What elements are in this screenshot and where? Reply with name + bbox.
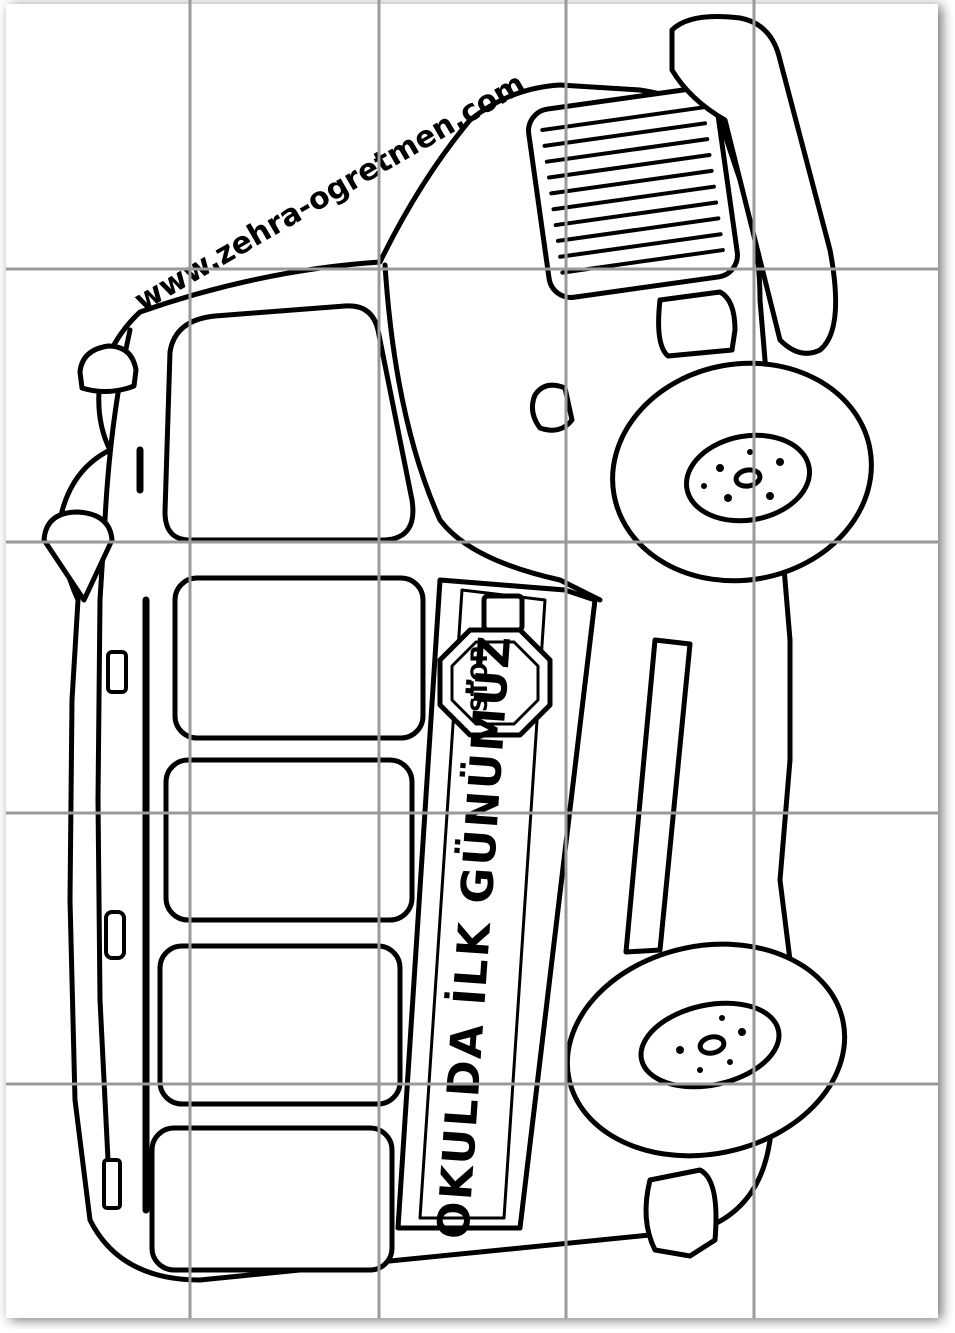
- body-marker-1: [106, 650, 128, 694]
- hood-line: [382, 262, 603, 603]
- roof-light-front: [77, 343, 139, 394]
- grille-slats: [540, 105, 725, 275]
- body-marker-2: [104, 910, 126, 960]
- stop-sign-text: STOP: [468, 646, 493, 712]
- bus-window-4: [149, 1125, 395, 1273]
- banner-strip: [395, 577, 598, 1231]
- stop-sign: [437, 593, 553, 738]
- body-marker-3: [102, 1158, 122, 1210]
- puzzle-grid: [6, 0, 938, 1318]
- headlight: [656, 289, 738, 359]
- windshield: [162, 303, 416, 543]
- door-stripe: [623, 637, 693, 955]
- hood-side-light: [529, 382, 575, 433]
- bus-window-1: [172, 575, 426, 741]
- rear-bumper: [643, 1167, 719, 1259]
- school-bus-drawing: [41, 14, 874, 1283]
- bus-window-3: [157, 943, 403, 1107]
- roof-light-back: [41, 509, 115, 603]
- front-wheel: [610, 360, 874, 584]
- bus-window-2: [163, 757, 415, 923]
- rear-wheel: [564, 941, 848, 1159]
